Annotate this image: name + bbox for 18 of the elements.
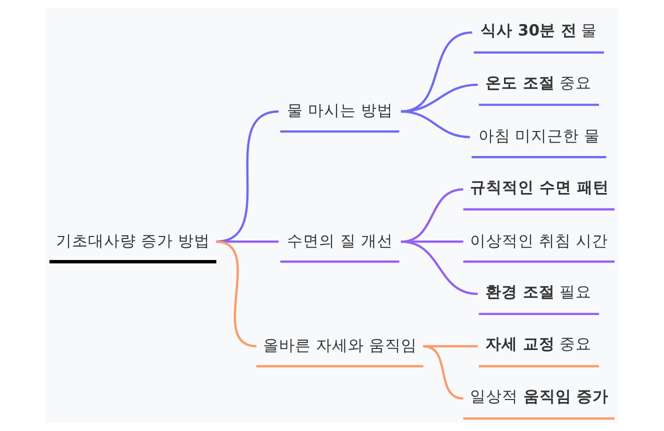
node-text: 수면의 질 개선 [286,232,393,250]
connector [423,345,478,348]
node-text: 물 마시는 방법 [286,102,393,120]
connector [400,110,470,138]
connector [423,345,464,400]
node-text: 기초대사량 증가 방법 [56,232,210,250]
node-text: 이상적인 취침 시간 [470,232,608,250]
node-text: 자세 교정 중요 [486,335,592,354]
node-text: 일상적 움직임 증가 [470,387,609,406]
connector [216,240,257,348]
node-text: 환경 조절 필요 [486,282,592,301]
node-text: 아침 미지근한 물 [478,127,600,146]
node-text: 식사 30분 전 물 [480,22,598,40]
node-text: 온도 조절 중요 [486,74,592,92]
connector [400,31,472,113]
node-text: 올바른 자세와 움직임 [263,336,417,354]
connector [400,240,478,296]
node-text: 규칙적인 수면 패턴 [470,178,609,196]
